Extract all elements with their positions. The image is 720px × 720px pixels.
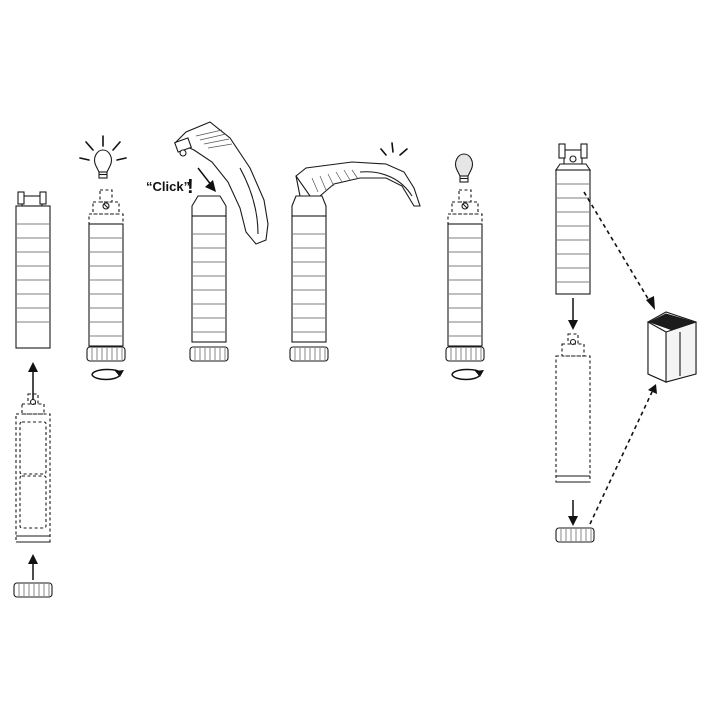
step-6-disposal: [554, 143, 697, 543]
handle-disposal: [554, 143, 592, 295]
end-cap: [13, 582, 53, 598]
blade-engaged: [295, 161, 421, 207]
step-2-lamp-test: [79, 135, 127, 381]
arrow-down-icon: [568, 500, 578, 526]
lightbulb-icon: [455, 153, 473, 183]
step-4-blade-engaged: [289, 142, 421, 362]
rotate-arrow-icon: [91, 368, 125, 381]
handle-receiving-blade: [191, 195, 227, 343]
click-label: “Click”: [146, 179, 190, 194]
arrow-down-right-icon: [197, 167, 216, 192]
end-cap: [445, 346, 485, 362]
arrow-up-icon: [28, 554, 38, 580]
rotate-arrow-icon: [451, 368, 485, 381]
step-1-battery-insertion: [13, 191, 53, 598]
dashed-arrow-to-bin-icon: [589, 384, 657, 525]
handle-with-lamp: [88, 189, 124, 347]
handle-with-lamp: [447, 189, 483, 347]
arrow-up-icon: [28, 362, 38, 400]
handle-batteries-dashed: [15, 393, 51, 543]
disposal-bin-icon: [647, 311, 697, 383]
step-3-attach-blade: “Click” !: [146, 121, 269, 362]
handle-upper: [15, 191, 51, 349]
lightbulb-lit-icon: [79, 135, 127, 179]
handle-with-blade: [291, 195, 327, 343]
end-cap: [189, 346, 229, 362]
handle-dashed-body: [555, 333, 591, 483]
end-cap: [555, 527, 595, 543]
arrow-down-icon: [568, 298, 578, 330]
dashed-arrow-to-bin-icon: [583, 191, 655, 310]
light-rays-icon: [380, 142, 408, 156]
click-exclamation: !: [187, 176, 194, 198]
end-cap: [289, 346, 329, 362]
blade-tilted: [174, 121, 269, 245]
step-5-bulb-check: [445, 153, 485, 381]
end-cap: [86, 346, 126, 362]
